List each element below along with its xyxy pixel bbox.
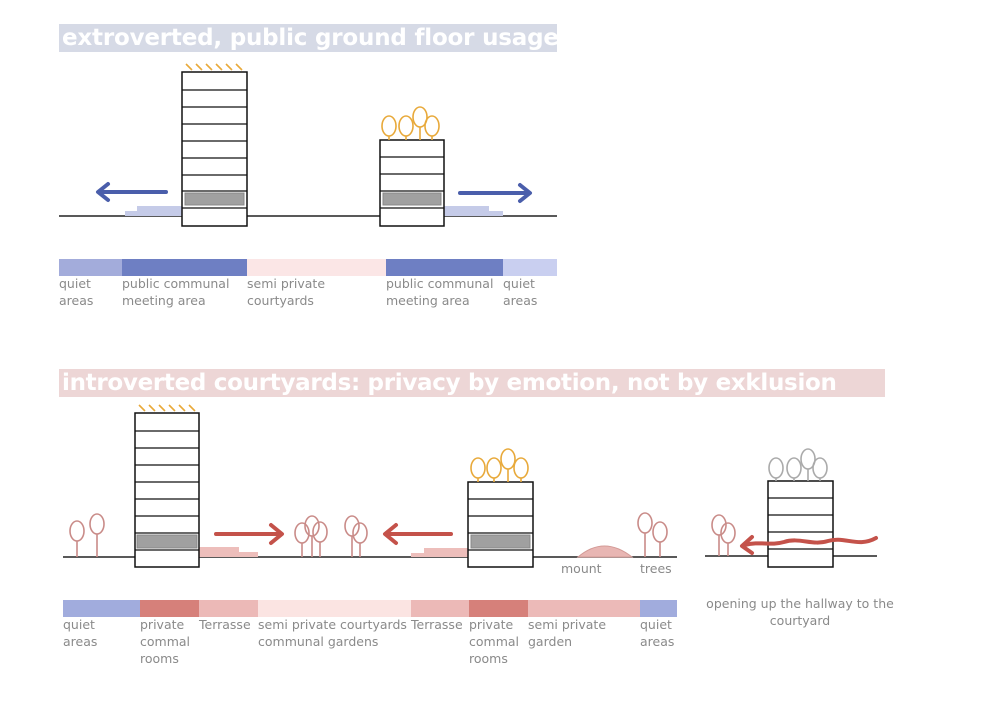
roof-tree [424,115,440,137]
block-building [379,106,445,227]
section-title-introverted: introverted courtyards: privacy by emoti… [59,369,885,397]
band-segment [503,259,557,276]
trees-label: trees [640,561,672,576]
ground-tree [89,513,105,535]
band-label: public communal meeting area [122,276,230,308]
courtyard-trees-icon [69,512,668,557]
introverted-section-drawing [63,404,677,568]
band-label: Terrasse [199,617,251,632]
band-label: quiet areas [59,276,94,308]
band-label: quiet areas [63,617,98,649]
band-label: Terrasse [411,617,463,632]
ground-tree [69,520,85,542]
roof-tree [786,457,802,479]
extroverted-section-drawing [59,63,557,227]
roof-tree [768,457,784,479]
band-segment [247,259,386,276]
roof-garden-trees-icon [768,448,828,481]
band-segment [411,600,469,617]
band-segment [386,259,503,276]
roof-tree [486,457,502,479]
band-label: quiet areas [640,617,675,649]
terrace-steps-right [411,548,469,557]
band-label: semi private courtyards [247,276,326,308]
solar-panel-stroke [195,63,203,71]
band-segment [469,600,528,617]
arrow-left-icon [383,523,453,545]
courtyard-trees-icon [711,514,736,556]
roof-garden-trees-icon [381,106,440,140]
solar-panels-icon [138,404,196,412]
tower-building [181,63,248,227]
section-title-extroverted: extroverted, public ground floor usage [59,24,559,52]
terrace-steps-left [199,547,258,557]
hallway-caption: opening up the hallway to the courtyard [706,596,894,628]
solar-panel-stroke [188,404,196,412]
ground-tree [637,512,653,534]
band-segment [59,259,122,276]
ground-tree [352,522,368,544]
band-segment [140,600,199,617]
band-label: semi private garden [528,617,607,649]
arrow-right-icon [458,183,532,203]
band-segment [640,600,677,617]
plaza-steps-left [125,206,183,216]
ground-tree [344,515,360,537]
ground-floor-private [470,534,531,549]
ground-floor-public [184,192,245,206]
block-building [767,480,834,568]
roof-tree [812,457,828,479]
arrowhead-icon [740,535,754,555]
solar-panel-stroke [158,404,166,412]
solar-panel-stroke [205,63,213,71]
arrow-left-icon [96,182,168,202]
band-label: semi private courtyards communal gardens [258,617,407,649]
ground-tree [652,521,668,543]
band-segment [199,600,258,617]
ground-floor-public [382,192,442,206]
plaza-steps-right [444,206,503,216]
roof-garden-trees-icon [470,448,529,482]
roof-tree [398,115,414,137]
band-label: private commal rooms [469,617,520,666]
hallway-opening-diagram [705,448,878,568]
arrow-right-icon [214,523,284,545]
roof-tree [513,457,529,479]
solar-panel-stroke [225,63,233,71]
wavy-arrow-icon [743,536,878,547]
solar-panel-stroke [168,404,176,412]
mount-label: mount [561,561,602,576]
solar-panel-stroke [178,404,186,412]
mount-shape [576,545,634,558]
solar-panel-stroke [148,404,156,412]
band-segment [258,600,411,617]
solar-panel-stroke [138,404,146,412]
tower-building [134,404,200,568]
band-segment [63,600,140,617]
ground-tree [312,521,328,543]
block-building [467,448,534,568]
solar-panel-stroke [185,63,193,71]
ground-floor-private [136,534,198,549]
solar-panels-icon [185,63,243,71]
roof-tree [381,115,397,137]
solar-panel-stroke [215,63,223,71]
band-label: quiet areas [503,276,538,308]
roof-tree [470,457,486,479]
band-label: public communal meeting area [386,276,494,308]
band-segment [122,259,247,276]
band-label: private commal rooms [140,617,191,666]
solar-panel-stroke [235,63,243,71]
band-segment [528,600,640,617]
roof-tree [500,448,516,470]
